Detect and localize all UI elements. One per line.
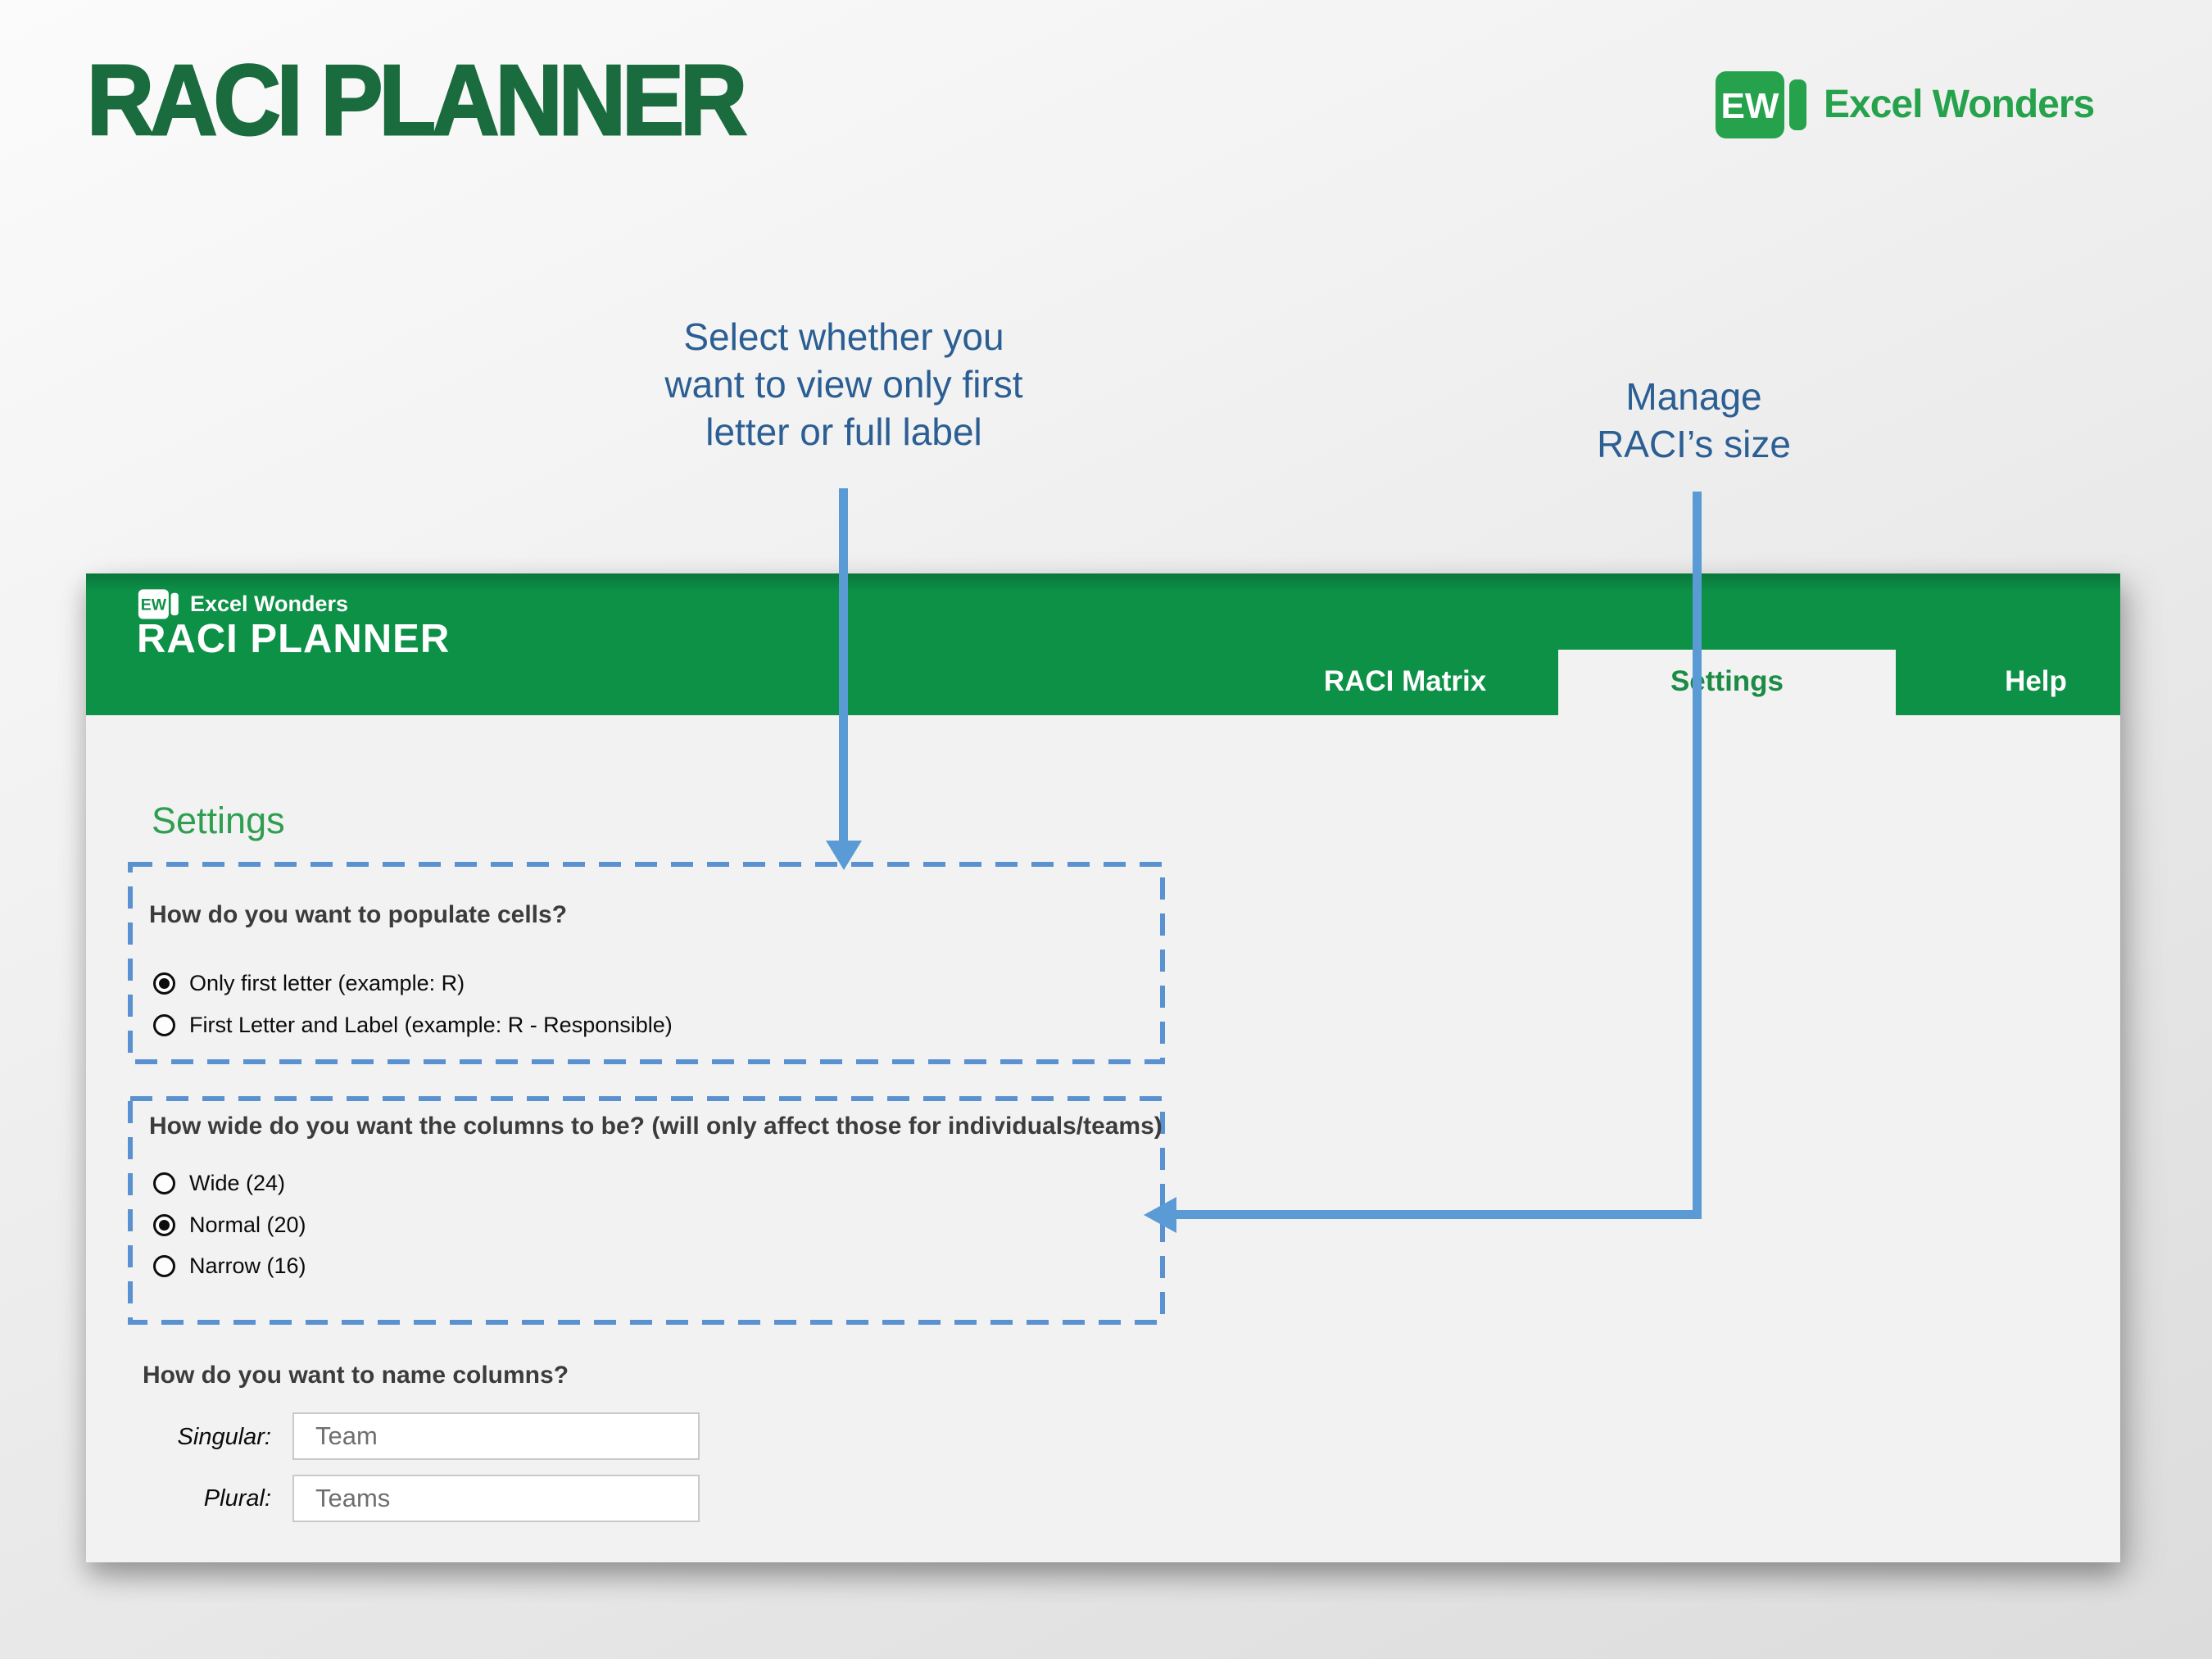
radio-button-selected[interactable]: [153, 1213, 175, 1236]
app-title: RACI PLANNER: [137, 617, 451, 661]
arrow-populate-line: [839, 488, 848, 841]
app-window: EW Excel Wonders RACI PLANNER RACI Matri…: [86, 573, 2120, 1562]
tab-settings-background: [1558, 650, 1896, 715]
arrow-size-horizontal-line: [1176, 1210, 1702, 1219]
callout-populate-line3: letter or full label: [705, 410, 982, 453]
callout-populate-line2: want to view only first: [664, 363, 1023, 406]
arrow-size-head-icon: [1144, 1197, 1176, 1233]
radio-option-only-first-letter[interactable]: Only first letter (example: R): [153, 969, 465, 997]
width-question: How wide do you want the columns to be? …: [149, 1113, 1163, 1140]
radio-option-normal[interactable]: Normal (20): [153, 1211, 306, 1239]
radio-option-wide[interactable]: Wide (24): [153, 1169, 285, 1197]
tab-raci-matrix[interactable]: RACI Matrix: [1323, 665, 1487, 697]
name-columns-question: How do you want to name columns?: [143, 1362, 569, 1389]
app-brand-name: Excel Wonders: [190, 591, 349, 616]
arrow-populate-head-icon: [826, 841, 862, 870]
tab-help[interactable]: Help: [2005, 665, 2067, 697]
radio-label: Normal (20): [189, 1212, 306, 1237]
ew-logo-icon-small: EW: [138, 589, 179, 619]
radio-label: Wide (24): [189, 1170, 286, 1195]
brand-name: Excel Wonders: [1824, 82, 2095, 126]
page-title: RACI PLANNER: [86, 43, 749, 157]
app-brand: EW Excel Wonders: [138, 586, 348, 622]
radio-button-selected[interactable]: [153, 972, 175, 995]
callout-populate: Select whether you want to view only fir…: [631, 313, 1057, 456]
plural-input[interactable]: [292, 1475, 700, 1522]
radio-option-narrow[interactable]: Narrow (16): [153, 1252, 306, 1280]
radio-button[interactable]: [153, 1013, 175, 1036]
arrow-size-vertical-line: [1693, 492, 1702, 1210]
width-section-highlight: [128, 1096, 1165, 1325]
svg-text:EW: EW: [141, 596, 167, 614]
radio-label: Only first letter (example: R): [189, 970, 465, 995]
radio-label: First Letter and Label (example: R - Res…: [189, 1012, 673, 1037]
singular-input[interactable]: [292, 1412, 700, 1460]
tab-settings[interactable]: Settings: [1670, 665, 1784, 697]
settings-heading: Settings: [152, 800, 285, 841]
singular-label: Singular:: [177, 1424, 271, 1450]
populate-question: How do you want to populate cells?: [149, 901, 568, 928]
radio-button[interactable]: [153, 1172, 175, 1194]
dashed-border: [128, 1096, 1165, 1325]
callout-populate-line1: Select whether you: [683, 315, 1004, 358]
svg-text:EW: EW: [1721, 86, 1779, 126]
radio-option-first-letter-and-label[interactable]: First Letter and Label (example: R - Res…: [153, 1011, 673, 1039]
radio-label: Narrow (16): [189, 1253, 306, 1278]
plural-label: Plural:: [203, 1485, 271, 1512]
callout-size-line1: Manage: [1625, 375, 1762, 418]
callout-size: Manage RACI’s size: [1552, 373, 1835, 468]
callout-size-line2: RACI’s size: [1597, 423, 1791, 465]
populate-section-highlight: [128, 862, 1165, 1064]
brand-logo: EW Excel Wonders: [1714, 64, 2095, 144]
radio-button[interactable]: [153, 1254, 175, 1277]
app-header: EW Excel Wonders RACI PLANNER RACI Matri…: [86, 573, 2120, 715]
dashed-border: [128, 862, 1165, 1064]
ew-logo-icon: EW: [1716, 71, 1806, 138]
